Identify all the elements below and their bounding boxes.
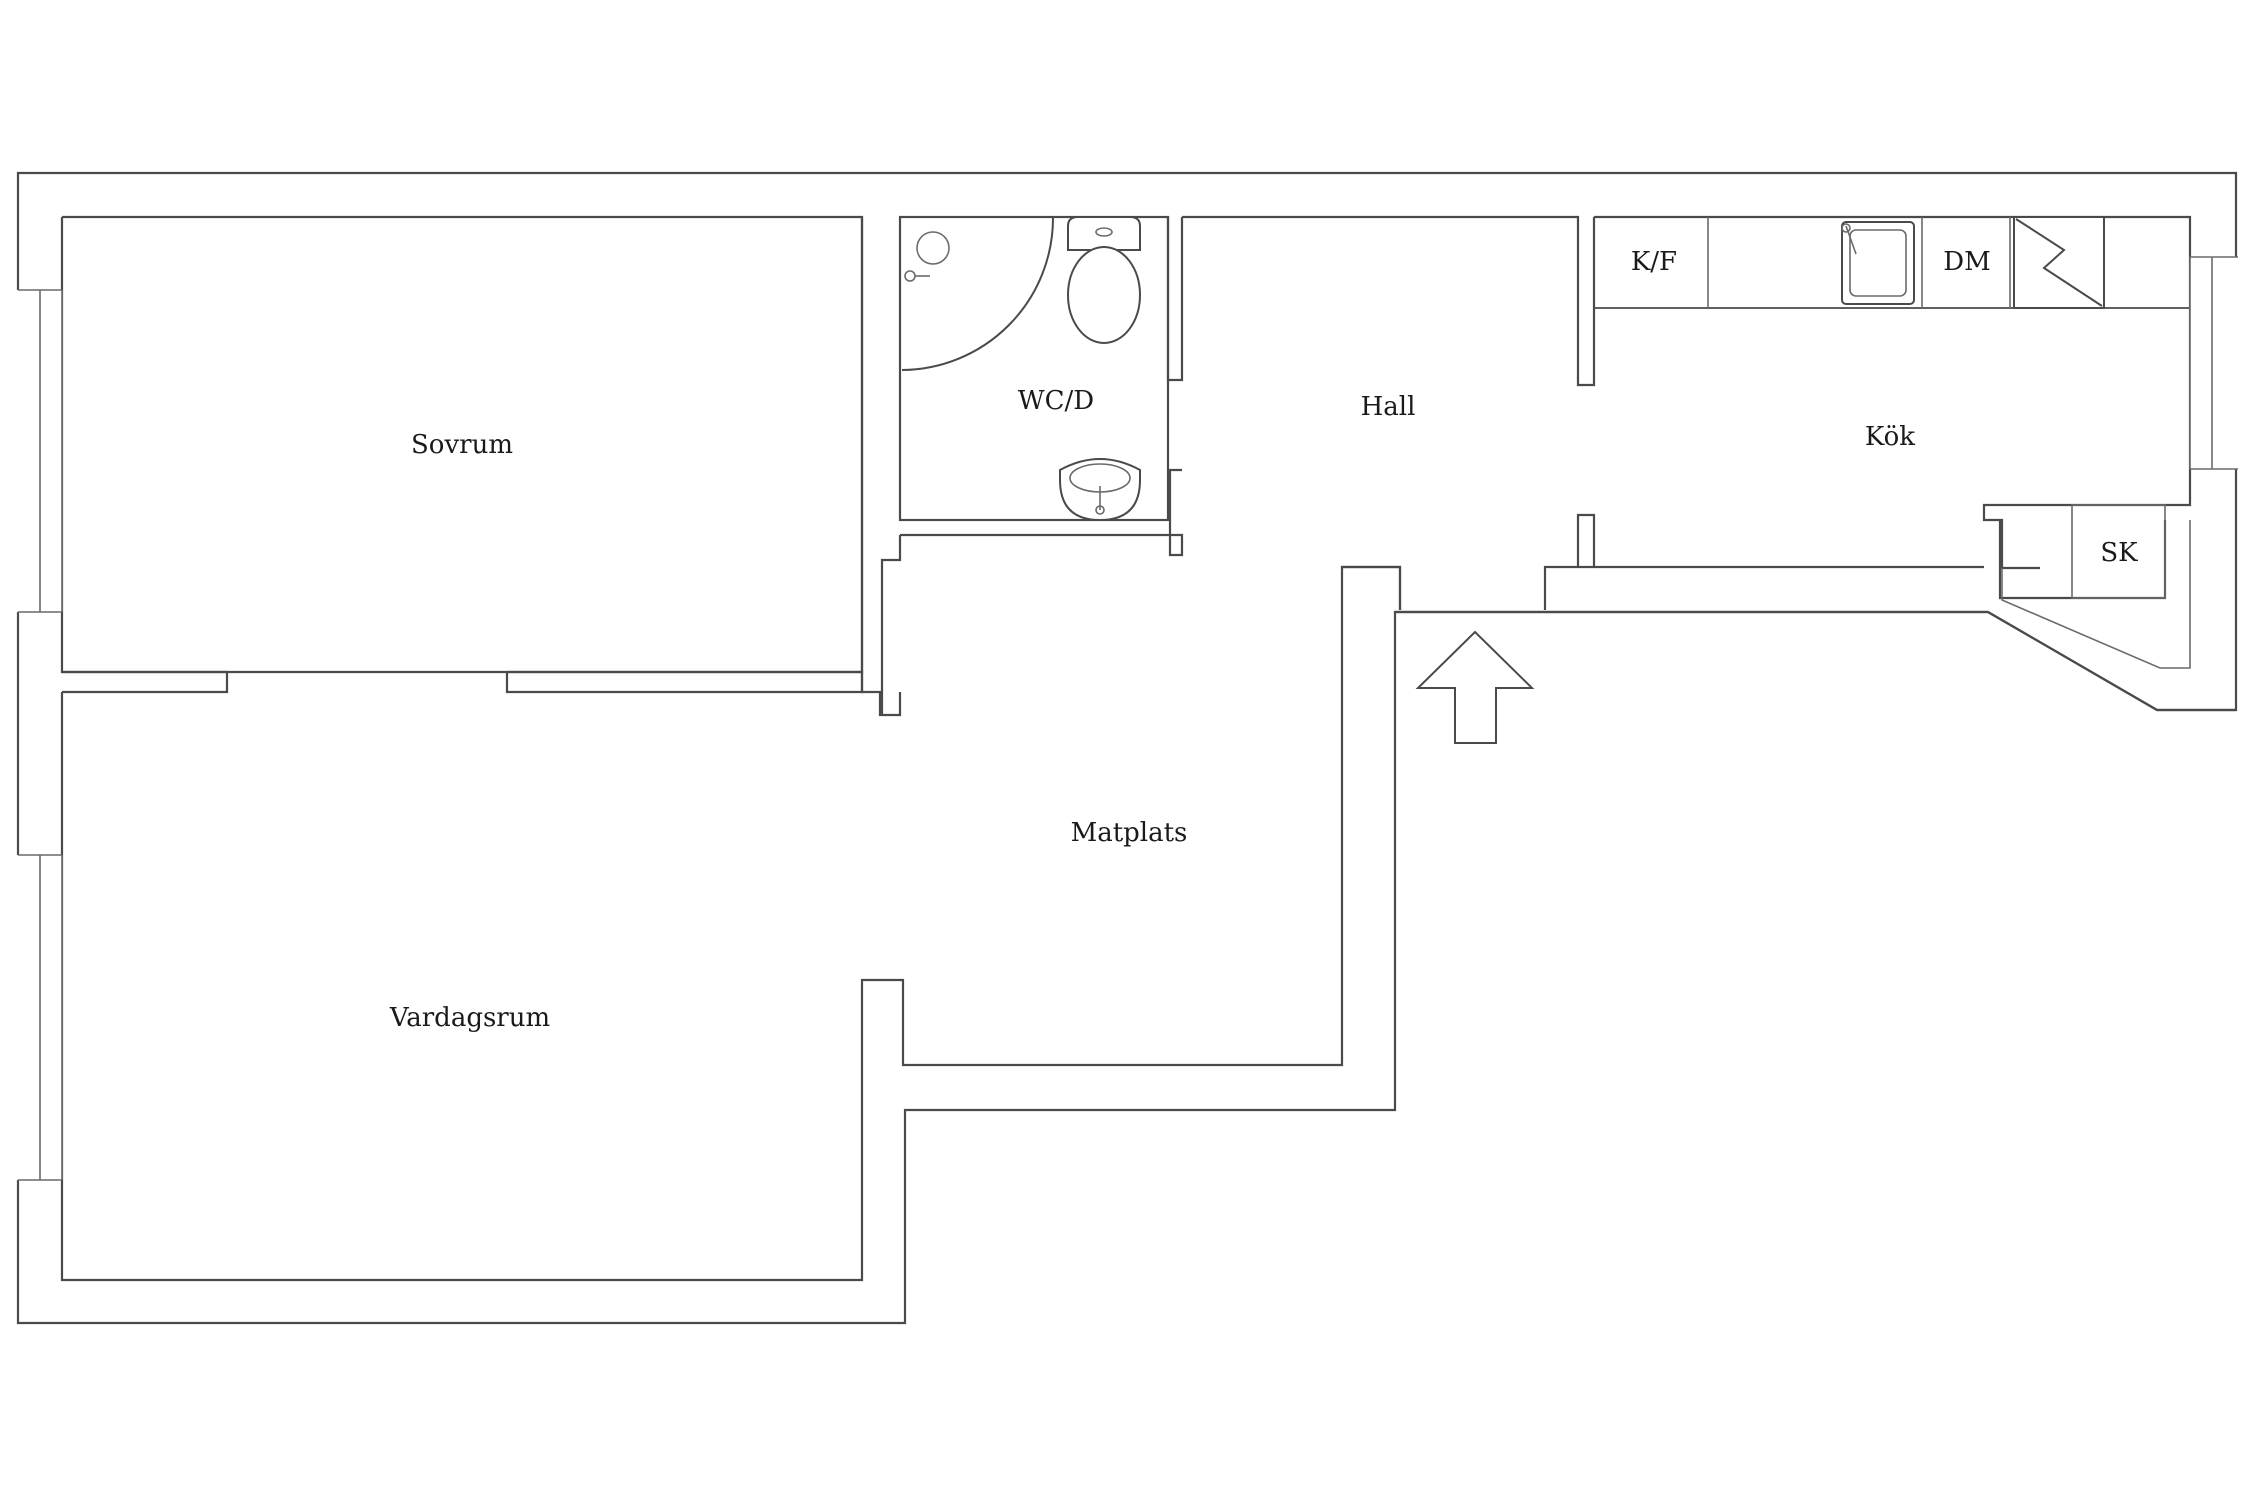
toilet-icon (1067, 216, 1141, 344)
stove-icon (2013, 216, 2105, 309)
fixture-label-dm: DM (1943, 247, 1990, 277)
entrance-arrow-icon (1415, 630, 1535, 744)
room-label-matplats: Matplats (1071, 818, 1188, 848)
window-icon (2189, 256, 2238, 470)
sk-cabinet (1998, 504, 2191, 669)
outer-wall (16, 171, 2238, 1325)
window-icon (16, 289, 63, 613)
shower-icon (901, 217, 1054, 371)
room-label-kok: Kök (1865, 422, 1915, 452)
room-label-wc-d: WC/D (1018, 386, 1094, 416)
room-label-hall: Hall (1361, 392, 1416, 422)
living-room (60, 565, 1402, 1282)
fixture-label-kf: K/F (1631, 247, 1677, 277)
fixture-label-sk: SK (2100, 538, 2138, 568)
washbasin-icon (1059, 458, 1141, 522)
window-icon (16, 854, 63, 1181)
bedroom (62, 217, 902, 717)
hall (1182, 215, 1596, 610)
sink-icon (1841, 221, 1915, 305)
room-label-sovrum: Sovrum (411, 430, 513, 460)
room-label-vardagsrum: Vardagsrum (389, 1003, 550, 1033)
bathroom (880, 215, 1184, 715)
outer-wall-angle (1395, 610, 2236, 712)
